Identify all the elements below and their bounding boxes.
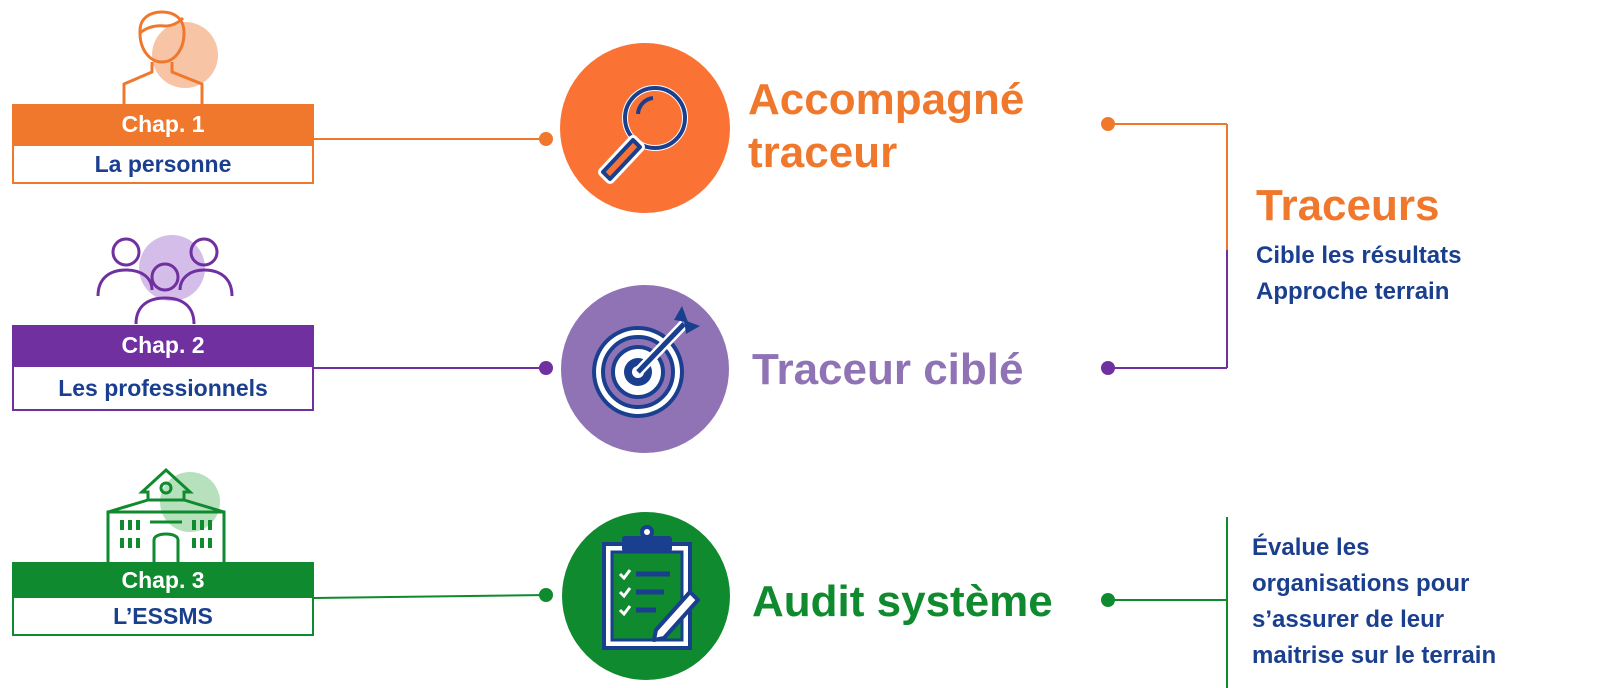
- traceurs-group-title: Traceurs: [1256, 181, 1440, 230]
- magnifier-icon: [560, 43, 730, 213]
- bracket-dot-cible: [1101, 361, 1115, 375]
- traceurs-description: Cible les résultats Approche terrain: [1256, 238, 1461, 310]
- chap2-number-label: Chap. 2: [12, 325, 314, 365]
- group-icon: [96, 235, 234, 325]
- method1-title: Accompagné traceur: [748, 74, 1024, 180]
- chap3-name: L’ESSMS: [12, 596, 314, 636]
- audit-description-line1: Évalue les: [1252, 534, 1370, 561]
- audit-description-line4: maitrise sur le terrain: [1252, 642, 1497, 669]
- method1-title-line2: traceur: [748, 127, 898, 177]
- chap1-name: La personne: [12, 144, 314, 184]
- audit-description-line3: s’assurer de leur: [1252, 606, 1445, 633]
- traceurs-description-line2: Approche terrain: [1256, 278, 1450, 305]
- building-icon: [106, 467, 226, 566]
- chap3-number-label: Chap. 3: [12, 562, 314, 598]
- chap1-number-label: Chap. 1: [12, 104, 314, 144]
- connector-dot-chap1: [539, 132, 553, 146]
- method3-title: Audit système: [752, 577, 1053, 626]
- person-icon: [122, 10, 218, 104]
- connector-dot-chap2: [539, 361, 553, 375]
- audit-description-line2: organisations pour: [1252, 570, 1470, 597]
- clipboard-checklist-icon: [562, 512, 730, 680]
- connector-chap3: [313, 594, 547, 599]
- audit-description: Évalue les organisations pour s’assurer …: [1252, 530, 1496, 674]
- method2-title: Traceur ciblé: [752, 345, 1024, 394]
- connector-dot-chap3: [539, 588, 553, 602]
- target-icon: [561, 285, 729, 453]
- method1-title-line1: Accompagné: [748, 75, 1025, 124]
- traceurs-description-line1: Cible les résultats: [1256, 242, 1462, 269]
- chap2-name: Les professionnels: [12, 365, 314, 411]
